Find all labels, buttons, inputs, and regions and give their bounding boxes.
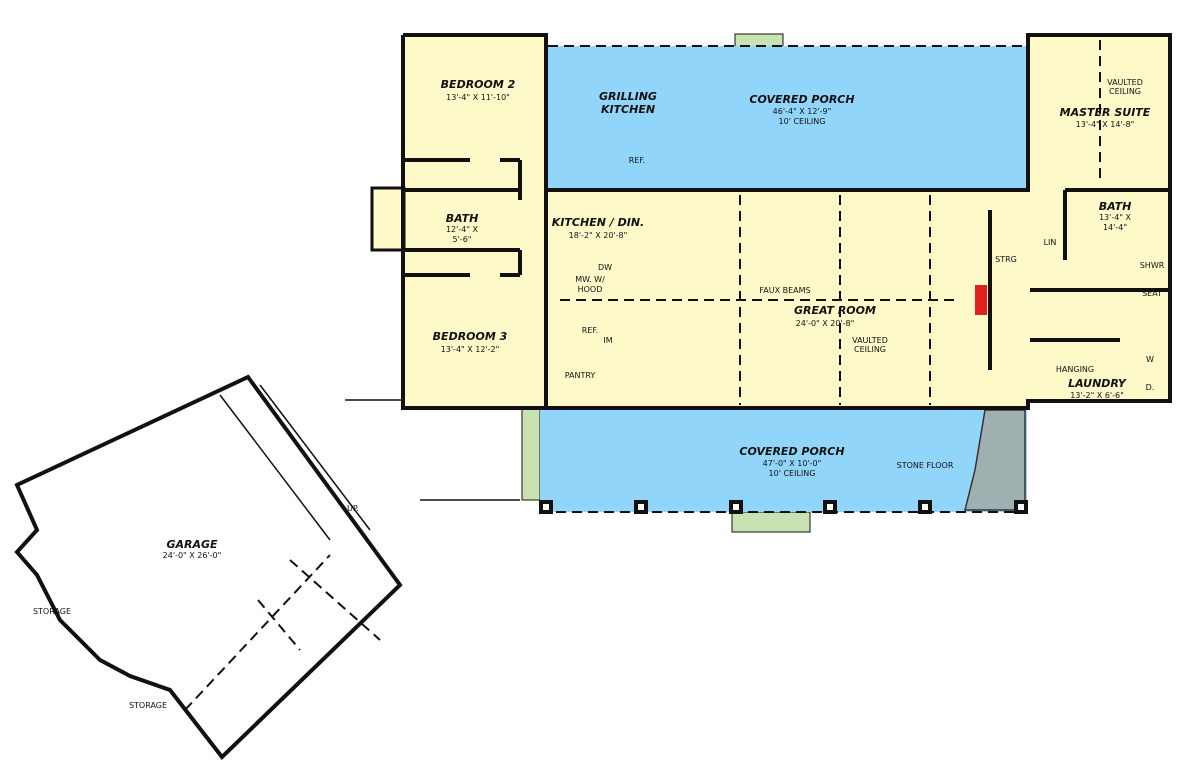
bath-left-size1: 12'-4" X	[446, 225, 479, 234]
garage-size: 24'-0" X 26'-0"	[163, 551, 222, 560]
covered-porch-rear-label: COVERED PORCH	[749, 93, 854, 106]
storage1-label: STORAGE	[33, 607, 71, 616]
im-label: IM	[603, 336, 612, 345]
great-room-ceiling2: CEILING	[854, 345, 886, 354]
hood-label: HOOD	[578, 285, 603, 294]
master-suite-size: 13'-4" X 14'-8"	[1076, 120, 1135, 129]
grilling-kitchen-label: GRILLING	[599, 90, 657, 103]
covered-porch-front-label: COVERED PORCH	[739, 445, 844, 458]
master-bath-size2: 14'-4"	[1103, 223, 1127, 232]
dw-label: DW	[598, 263, 612, 272]
front-steps	[731, 511, 811, 533]
bedroom3-label: BEDROOM 3	[433, 330, 508, 343]
great-room-ceiling1: VAULTED	[852, 336, 888, 345]
faux-beams-label: FAUX BEAMS	[759, 286, 810, 295]
kitchen-din-size: 18'-2" X 20'-8"	[569, 231, 628, 240]
laundry-size: 13'-2" X 6'-6"	[1070, 391, 1124, 400]
master-ceiling2: CEILING	[1109, 87, 1141, 96]
covered-porch-rear-size: 46'-4" X 12'-9"	[773, 107, 832, 116]
storage2-label: STORAGE	[129, 701, 167, 710]
kitchen-din-label: KITCHEN / DIN.	[552, 216, 644, 229]
covered-porch-front	[540, 408, 1027, 512]
master-ceiling1: VAULTED	[1107, 78, 1143, 87]
strg-label: STRG	[995, 255, 1017, 264]
great-room-size: 24'-0" X 20'-8"	[796, 319, 855, 328]
bath-left-size2: 5'-6"	[453, 235, 472, 244]
covered-porch-front-ceiling: 10' CEILING	[769, 469, 816, 478]
washer-label: W	[1146, 355, 1154, 364]
great-room-label: GREAT ROOM	[794, 304, 876, 317]
ref-porch: REF.	[629, 156, 645, 165]
bath-left-label: BATH	[446, 212, 479, 225]
laundry-label: LAUNDRY	[1068, 377, 1127, 390]
ref-kitchen: REF.	[582, 326, 598, 335]
seat-label: SEAT	[1142, 289, 1162, 298]
up-label: UP.	[347, 504, 359, 513]
side-steps	[521, 407, 541, 501]
pantry-label: PANTRY	[565, 371, 596, 380]
stone-floor-label: STONE FLOOR	[897, 461, 954, 470]
master-bath-label: BATH	[1099, 200, 1132, 213]
bedroom2-label: BEDROOM 2	[441, 78, 516, 91]
left-wing	[403, 35, 546, 408]
garage-outline	[14, 374, 403, 760]
garage-label: GARAGE	[166, 538, 218, 551]
master-suite-label: MASTER SUITE	[1060, 106, 1151, 119]
shwr-label: SHWR	[1140, 261, 1165, 270]
lin-label: LIN	[1044, 238, 1057, 247]
bedroom2-size: 13'-4" X 11'-10"	[446, 93, 510, 102]
dryer-label: D.	[1146, 383, 1155, 392]
bedroom3-size: 13'-4" X 12'-2"	[441, 345, 500, 354]
covered-porch-front-size: 47'-0" X 10'-0"	[763, 459, 822, 468]
fireplace	[975, 285, 987, 315]
master-bath-size1: 13'-4" X	[1099, 213, 1132, 222]
grilling-kitchen-label2: KITCHEN	[601, 103, 655, 116]
covered-porch-rear-ceiling: 10' CEILING	[779, 117, 826, 126]
hanging-label: HANGING	[1056, 365, 1094, 374]
covered-porch-rear	[547, 46, 1027, 190]
mw-label: MW. W/	[575, 275, 605, 284]
